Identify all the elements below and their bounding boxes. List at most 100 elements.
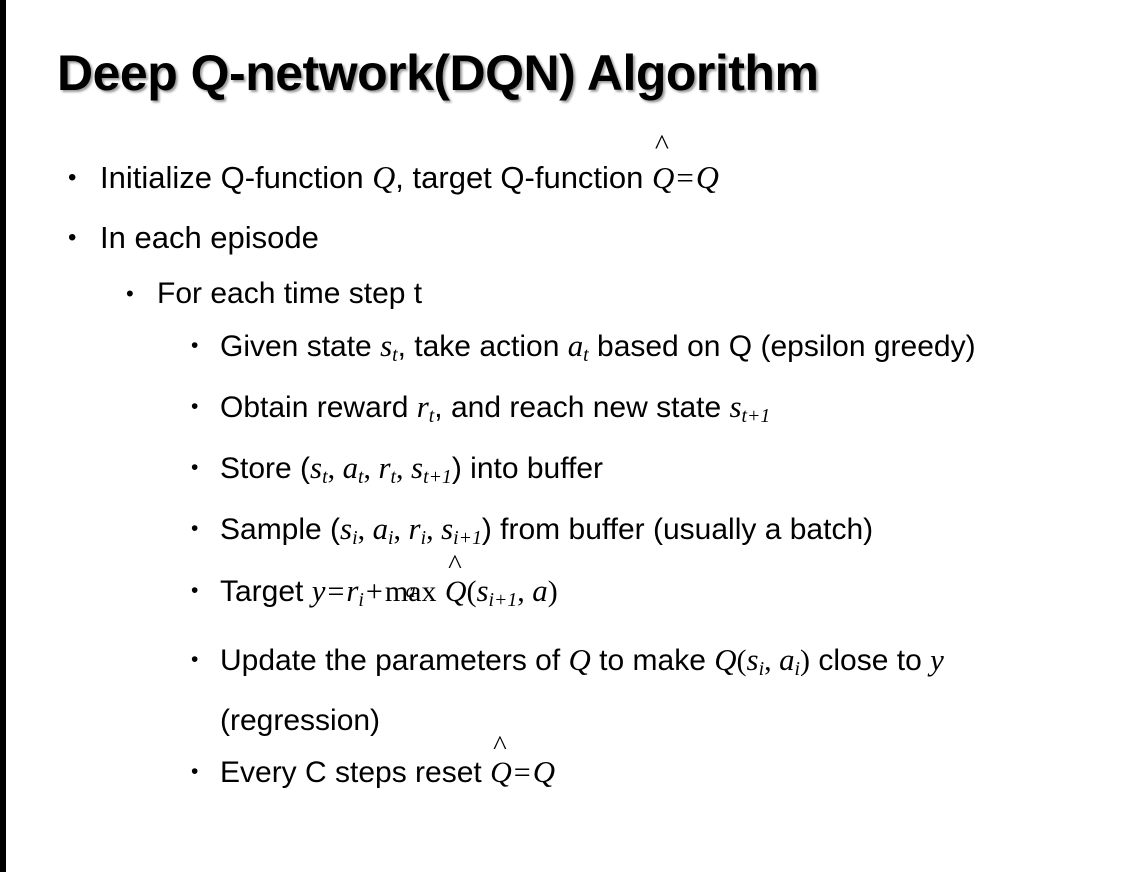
math-var-a: a — [372, 511, 389, 547]
text-fragment: ( — [736, 643, 747, 677]
math-equals: = — [676, 160, 694, 195]
bullet-for-each-time-step-text: For each time step t — [157, 277, 423, 310]
math-sub-t: t — [390, 466, 397, 489]
math-sub-i: i — [352, 527, 358, 550]
text-fragment: , — [426, 513, 442, 547]
bullet-marker-icon: • — [191, 759, 199, 783]
bullet-marker-icon: • — [68, 224, 77, 251]
math-q-hat: Q — [490, 747, 512, 798]
text-fragment: ( — [466, 574, 477, 608]
bullet-in-each-episode-text: In each episode — [100, 220, 319, 255]
target-spacer — [0, 626, 1124, 634]
bullet-update-parameters: • Update the parameters of Q to make Q(s… — [0, 634, 1124, 746]
bullet-initialize: • Initialize Q-function Q, target Q-func… — [0, 148, 1124, 208]
bullet-sample: • Sample (si, ai, ri, si+1) from buffer … — [0, 503, 1124, 564]
text-fragment: (regression) — [220, 703, 381, 737]
bullet-obtain-reward-text: Obtain reward rt, and reach new state st… — [220, 381, 1124, 442]
bullet-initialize-text: Initialize Q-function Q, target Q-functi… — [100, 148, 1124, 208]
math-sub-i-plus-1: i+1 — [488, 588, 518, 611]
math-sub-t: t — [583, 344, 589, 367]
math-var-a: a — [567, 328, 584, 363]
math-var-r: r — [378, 450, 391, 486]
bullet-marker-icon: • — [191, 647, 199, 671]
math-sub-t: t — [322, 466, 328, 489]
bullet-given-state: • Given state st, take action at based o… — [0, 320, 1124, 381]
math-sub-t-plus-1: t+1 — [423, 466, 452, 489]
text-fragment: Target — [220, 574, 312, 608]
bullet-marker-icon: • — [191, 578, 199, 602]
bullet-marker-icon: • — [68, 164, 77, 191]
text-fragment: Given state — [220, 330, 381, 363]
math-var-s: s — [310, 450, 323, 486]
math-var-q: Q — [695, 160, 719, 195]
math-var-s: s — [746, 641, 759, 677]
bullet-marker-icon: • — [191, 395, 199, 419]
text-fragment: , — [393, 513, 409, 547]
bullet-obtain-reward: • Obtain reward rt, and reach new state … — [0, 381, 1124, 442]
bullet-marker-icon: • — [191, 517, 199, 541]
text-fragment: , — [517, 574, 533, 608]
text-fragment: close to — [810, 643, 931, 677]
math-var-q: Q — [568, 641, 591, 677]
math-var-a: a — [779, 641, 795, 677]
text-fragment: Store ( — [220, 452, 311, 486]
math-var-s: s — [411, 450, 424, 486]
math-var-s: s — [380, 328, 393, 363]
page-title: Deep Q-network(DQN) Algorithm — [57, 45, 819, 101]
math-plus: + — [365, 574, 383, 608]
math-sub-i: i — [794, 657, 801, 680]
math-sub-t: t — [358, 466, 364, 489]
math-var-r: r — [408, 511, 421, 547]
bullet-sample-text: Sample (si, ai, ri, si+1) from buffer (u… — [220, 503, 1124, 564]
math-var-s: s — [340, 511, 353, 547]
text-fragment: , — [357, 513, 373, 547]
math-sub-i-plus-1: i+1 — [453, 527, 482, 550]
text-fragment: ) — [800, 643, 811, 677]
text-fragment: Initialize Q-function — [100, 160, 373, 195]
math-sub-i: i — [388, 527, 394, 550]
bullet-marker-icon: • — [191, 456, 199, 480]
bullet-store: • Store (st, at, rt, st+1) into buffer — [0, 442, 1124, 503]
bullet-reset-target-text: Every C steps reset Q=Q — [220, 746, 1124, 798]
math-var-r: r — [416, 389, 429, 425]
text-fragment: ) from buffer (usually a batch) — [481, 513, 874, 547]
bullet-given-state-text: Given state st, take action at based on … — [220, 320, 1124, 381]
math-var-y: y — [930, 641, 944, 677]
math-var-s: s — [476, 572, 489, 608]
math-sub-t: t — [392, 344, 398, 367]
math-sub-i: i — [758, 657, 765, 680]
bullet-for-each-time-step: • For each time step t — [0, 268, 1124, 320]
text-fragment: based on Q (epsilon greedy) — [588, 330, 976, 363]
math-sub-i: i — [420, 527, 427, 550]
math-var-q: Q — [372, 160, 396, 195]
left-accent-bar — [0, 0, 6, 872]
text-fragment: , — [363, 452, 379, 486]
bullet-marker-icon: • — [126, 281, 134, 306]
bullet-reset-target: • Every C steps reset Q=Q — [0, 746, 1124, 798]
text-fragment: Obtain reward — [220, 391, 417, 425]
math-var-y: y — [311, 572, 326, 608]
text-fragment: , — [396, 452, 412, 486]
text-fragment: , take action — [397, 330, 568, 363]
math-sub-t: t — [428, 405, 435, 428]
math-var-s: s — [729, 389, 742, 425]
math-var-a: a — [532, 572, 548, 608]
bullet-in-each-episode: • In each episode — [0, 208, 1124, 268]
math-var-s: s — [441, 511, 454, 547]
text-fragment: , — [327, 452, 343, 486]
text-fragment: ) into buffer — [451, 452, 604, 486]
bullet-update-parameters-text: Update the parameters of Q to make Q(si,… — [220, 634, 1124, 746]
text-fragment: , and reach new state — [434, 391, 730, 425]
text-fragment: Every C steps reset — [220, 755, 491, 789]
math-var-r: r — [346, 572, 359, 608]
math-equals: = — [513, 755, 531, 789]
math-var-q: Q — [714, 641, 737, 677]
math-max-label: max — [384, 574, 437, 608]
math-q-hat: Q — [445, 566, 467, 617]
text-fragment: Sample ( — [220, 513, 341, 547]
text-fragment: Update the parameters of — [220, 643, 569, 677]
